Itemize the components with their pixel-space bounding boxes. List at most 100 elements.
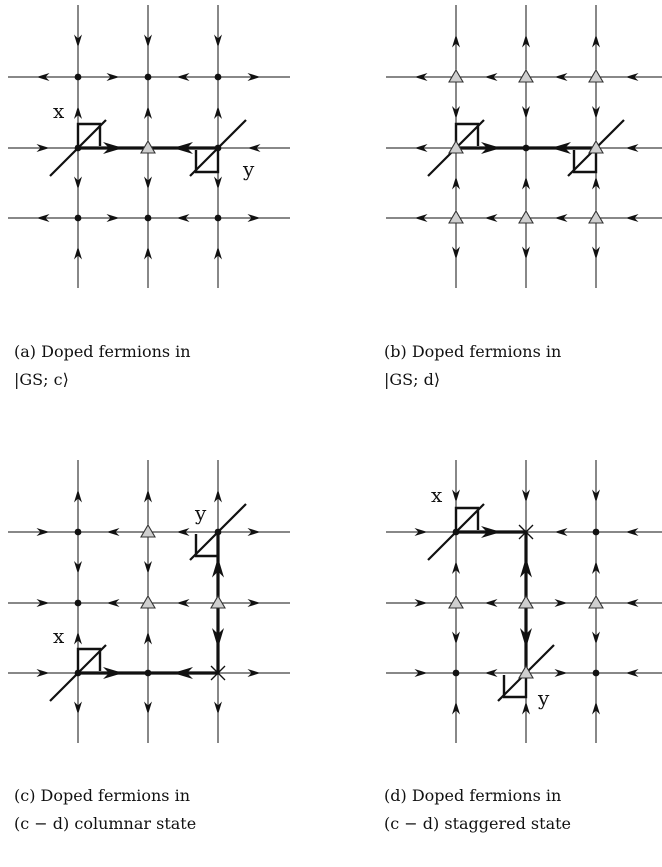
triangle-site-marker bbox=[518, 664, 534, 679]
arrowhead bbox=[74, 106, 82, 119]
triangle-site-marker bbox=[448, 139, 464, 154]
arrowhead bbox=[554, 214, 568, 222]
arrowhead bbox=[414, 599, 428, 607]
arrowhead bbox=[214, 34, 222, 48]
panel-b-lattice bbox=[386, 5, 662, 288]
cross-marker bbox=[518, 524, 534, 540]
site-dot bbox=[144, 73, 152, 81]
arrowhead bbox=[592, 176, 600, 190]
site-dot bbox=[592, 528, 600, 536]
arrowhead bbox=[144, 34, 152, 48]
arrowhead bbox=[522, 176, 530, 190]
caption-d-line1: (d) Doped fermions in bbox=[384, 786, 562, 805]
arrowhead bbox=[36, 73, 50, 81]
triangle-site-marker bbox=[518, 594, 534, 609]
arrowhead bbox=[592, 489, 600, 503]
arrowhead bbox=[625, 528, 639, 536]
fermion-flag bbox=[572, 148, 598, 174]
arrowhead bbox=[144, 246, 152, 260]
arrowhead bbox=[592, 34, 600, 48]
arrowhead bbox=[554, 669, 568, 677]
triangle-site-marker bbox=[588, 209, 604, 224]
triangle-site-marker bbox=[518, 209, 534, 224]
fermion-label-x: x bbox=[53, 624, 65, 648]
caption-b-line2: |GS; d⟩ bbox=[384, 370, 441, 389]
arrowhead bbox=[484, 214, 498, 222]
arrowhead bbox=[176, 214, 190, 222]
cross-marker bbox=[210, 665, 226, 681]
site-dot bbox=[74, 144, 82, 152]
arrowhead bbox=[144, 176, 152, 190]
fermion-label-y: y bbox=[537, 686, 550, 710]
arrowhead bbox=[36, 528, 50, 536]
arrowhead bbox=[414, 214, 428, 222]
arrowhead bbox=[592, 246, 600, 260]
arrowhead bbox=[414, 73, 428, 81]
arrowhead bbox=[522, 701, 530, 715]
arrowhead bbox=[554, 73, 568, 81]
arrowhead bbox=[144, 631, 152, 645]
arrowhead bbox=[74, 34, 82, 48]
bold-arrowhead bbox=[481, 526, 501, 538]
bold-arrowhead bbox=[520, 557, 532, 578]
fermion-flag bbox=[194, 148, 220, 174]
arrowhead bbox=[625, 599, 639, 607]
bold-arrowhead bbox=[212, 557, 224, 578]
arrowhead bbox=[106, 528, 120, 536]
arrowhead bbox=[414, 528, 428, 536]
caption-panel-a: (a) Doped fermions in |GS; c⟩ bbox=[14, 338, 191, 394]
caption-panel-b: (b) Doped fermions in |GS; d⟩ bbox=[384, 338, 561, 394]
arrowhead bbox=[592, 631, 600, 645]
arrowhead bbox=[74, 489, 82, 503]
arrowhead bbox=[452, 246, 460, 260]
caption-c-line1: (c) Doped fermions in bbox=[14, 786, 191, 805]
arrowhead bbox=[74, 176, 82, 190]
arrowhead bbox=[592, 106, 600, 119]
arrowhead bbox=[214, 176, 222, 190]
arrowhead bbox=[36, 599, 50, 607]
bold-arrowhead bbox=[551, 142, 571, 154]
arrowhead bbox=[452, 34, 460, 48]
arrowhead bbox=[106, 73, 120, 81]
site-dot bbox=[144, 214, 152, 222]
caption-c-line2: (c − d) columnar state bbox=[14, 814, 197, 833]
bold-arrowhead bbox=[103, 667, 123, 679]
arrowhead bbox=[214, 246, 222, 260]
triangle-site-marker bbox=[140, 594, 156, 609]
site-dot bbox=[144, 669, 152, 677]
fermion-flag bbox=[76, 647, 102, 673]
caption-d-line2: (c − d) staggered state bbox=[384, 814, 572, 833]
bold-arrowhead bbox=[212, 628, 224, 648]
arrowhead bbox=[247, 73, 261, 81]
fermion-label-x: x bbox=[53, 99, 65, 123]
arrowhead bbox=[176, 528, 190, 536]
fermion-flag bbox=[76, 122, 102, 148]
arrowhead bbox=[36, 144, 50, 152]
bold-arrowhead bbox=[103, 142, 123, 154]
arrowhead bbox=[522, 106, 530, 119]
site-dot bbox=[214, 144, 222, 152]
arrowhead bbox=[144, 106, 152, 119]
triangle-site-marker bbox=[210, 594, 226, 609]
fermion-flag bbox=[454, 506, 480, 532]
arrowhead bbox=[247, 599, 261, 607]
arrowhead bbox=[74, 701, 82, 715]
triangle-site-marker bbox=[588, 68, 604, 83]
panel-d-lattice: xy bbox=[386, 460, 662, 743]
arrowhead bbox=[522, 489, 530, 503]
panel-c-lattice: xy bbox=[8, 460, 290, 743]
fermion-flag bbox=[502, 673, 528, 699]
arrowhead bbox=[144, 561, 152, 574]
arrowhead bbox=[144, 701, 152, 715]
arrowhead bbox=[247, 214, 261, 222]
caption-a-line2: |GS; c⟩ bbox=[14, 370, 69, 389]
site-dot bbox=[452, 669, 460, 677]
site-dot bbox=[592, 669, 600, 677]
arrowhead bbox=[522, 246, 530, 260]
arrowhead bbox=[106, 214, 120, 222]
arrowhead bbox=[214, 701, 222, 715]
caption-b-line1: (b) Doped fermions in bbox=[384, 342, 562, 361]
site-dot bbox=[74, 669, 82, 677]
triangle-site-marker bbox=[448, 68, 464, 83]
